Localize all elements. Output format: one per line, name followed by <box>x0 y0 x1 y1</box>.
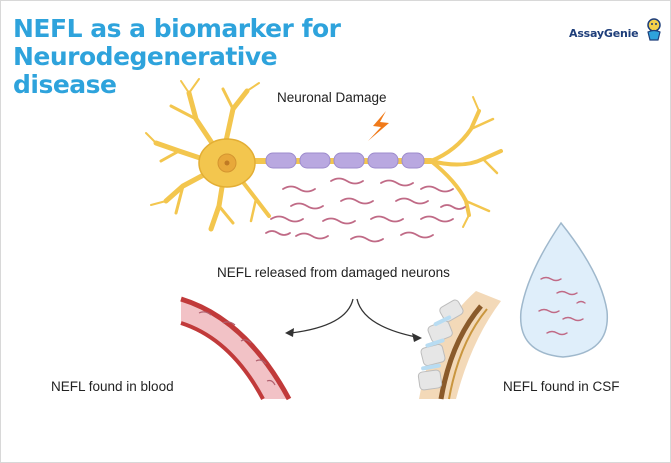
nefl-csf-label: NEFL found in CSF <box>503 379 620 394</box>
nefl-blood-label: NEFL found in blood <box>51 379 174 394</box>
spinal-column-illustration <box>417 291 501 400</box>
page-title: NEFL as a biomarker for Neurodegenerativ… <box>13 15 553 99</box>
csf-drop-icon <box>519 221 609 358</box>
title-line-2: disease <box>13 70 117 99</box>
arrow-right-head <box>412 333 422 342</box>
logo-text: AssayGenie <box>569 27 639 40</box>
genie-lamp-icon <box>647 18 661 41</box>
nefl-fragments <box>265 177 466 243</box>
neuronal-damage-label: Neuronal Damage <box>277 90 387 105</box>
release-arrows <box>290 298 417 338</box>
assay-genie-logo: AssayGenie <box>569 17 665 47</box>
arrow-left-head <box>285 328 294 337</box>
blood-vessel-illustration <box>180 296 292 401</box>
title-line-1: NEFL as a biomarker for Neurodegenerativ… <box>13 14 341 71</box>
nefl-released-label: NEFL released from damaged neurons <box>217 265 450 280</box>
lightning-icon <box>368 111 389 141</box>
neuron-illustration <box>145 78 503 232</box>
